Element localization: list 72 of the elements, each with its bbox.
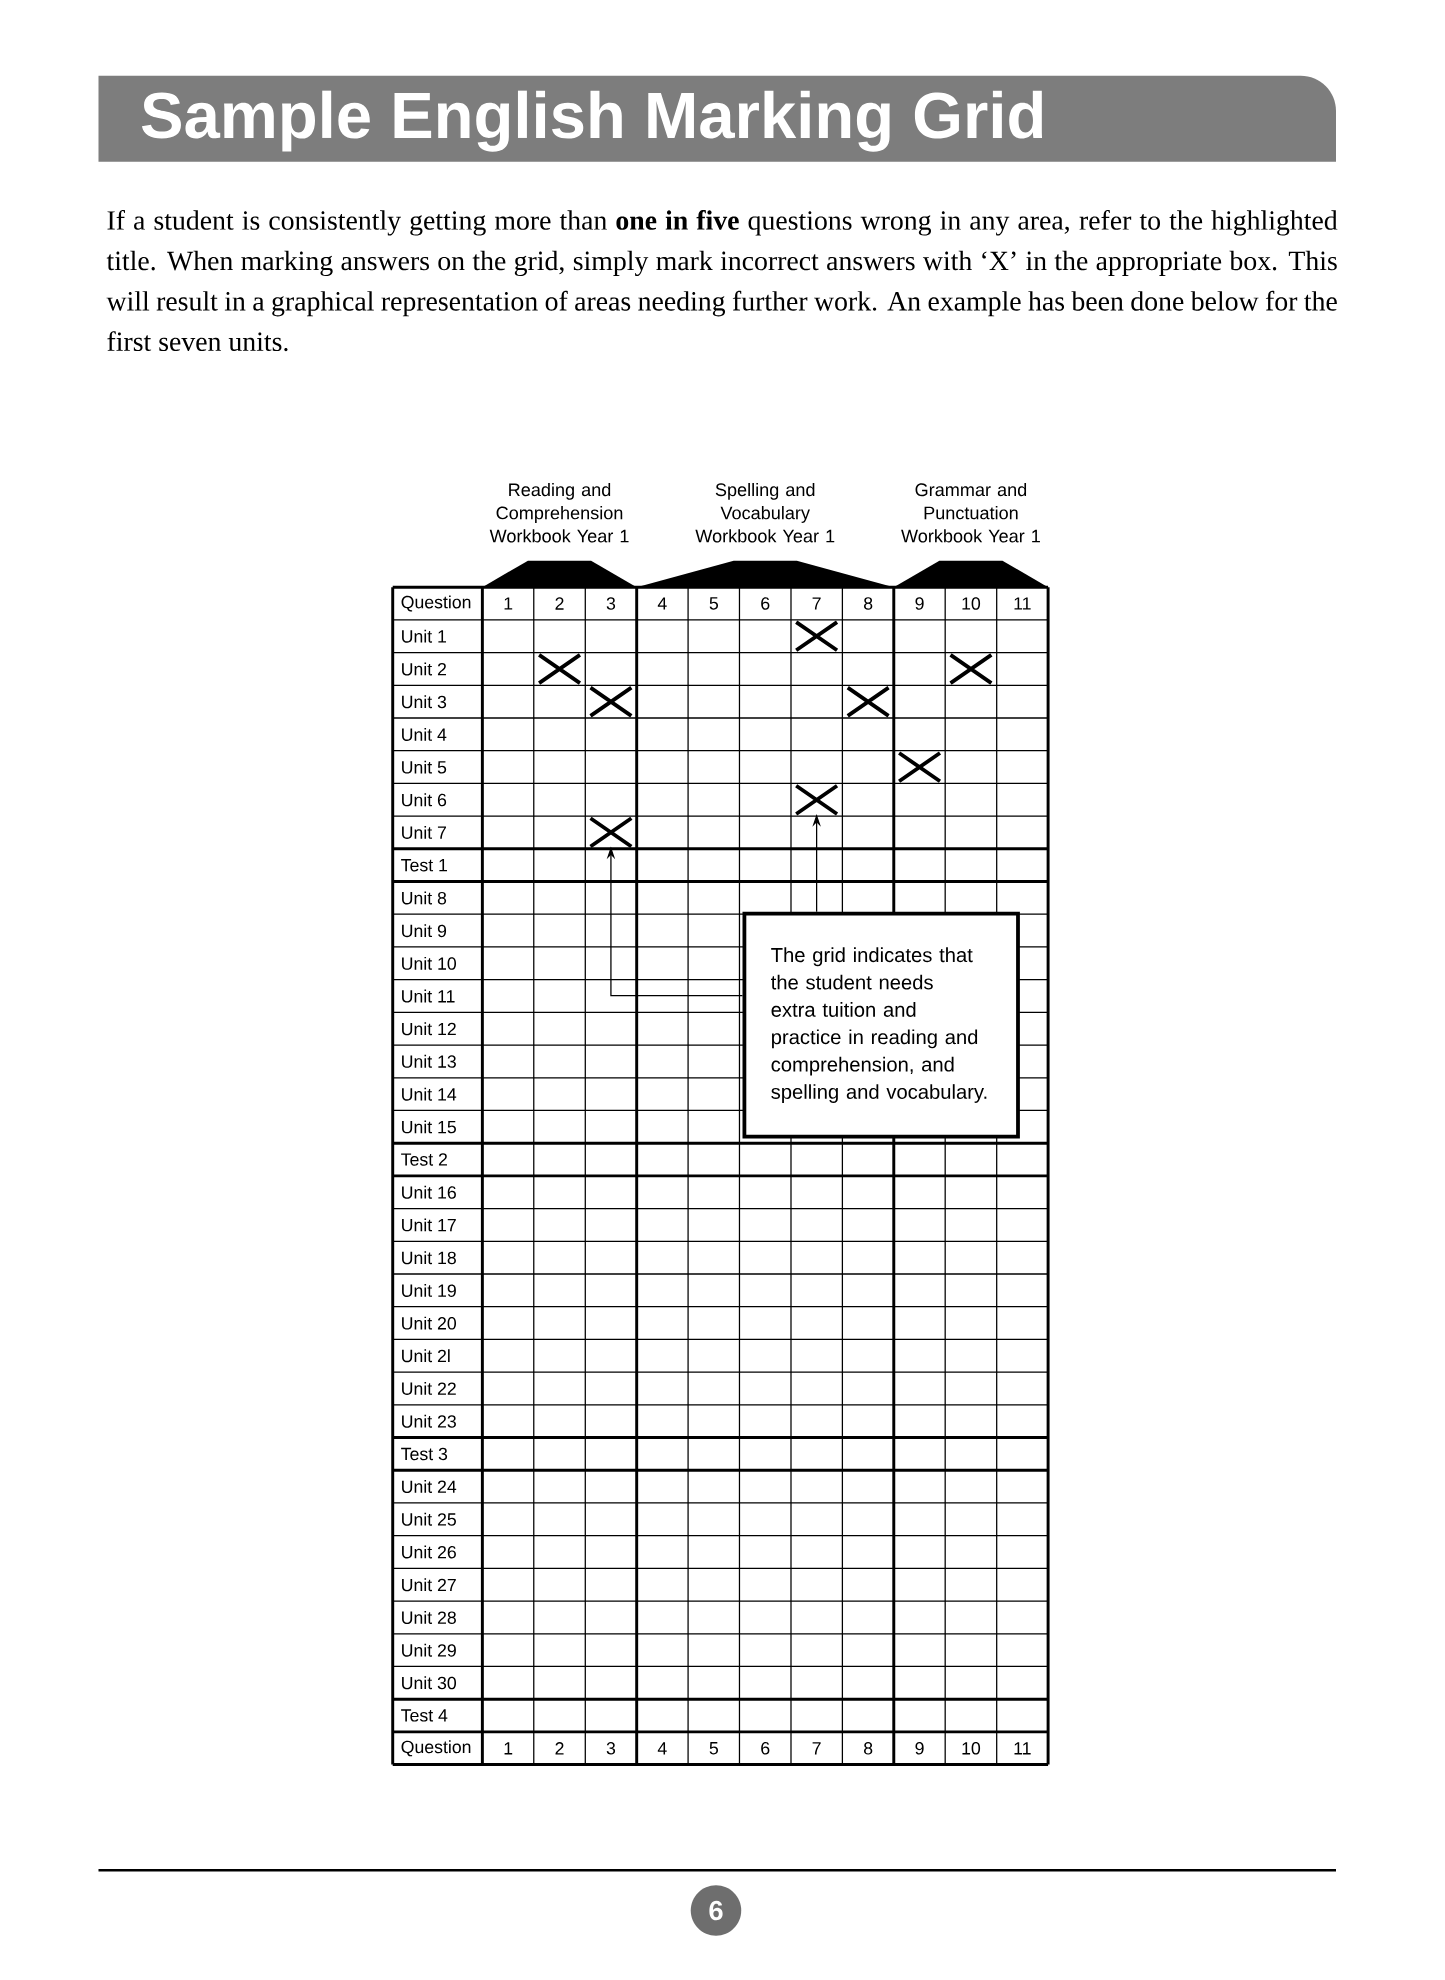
row-label: Unit 16	[402, 1185, 457, 1199]
row-label: Test 2	[401, 1153, 448, 1166]
page-number: 6	[690, 1885, 742, 1936]
column-number: 2	[555, 597, 564, 610]
row-label: Unit 18	[402, 1251, 457, 1265]
row-label: Unit 27	[402, 1578, 456, 1592]
column-number: 11	[1014, 597, 1031, 610]
column-number: 10	[962, 1742, 981, 1755]
column-number: 7	[812, 1742, 821, 1755]
row-label: Unit 3	[402, 695, 447, 709]
column-number: 3	[606, 597, 616, 610]
column-number: 4	[658, 1742, 667, 1755]
row-label: Unit 23	[402, 1414, 457, 1428]
row-label: Unit 28	[402, 1611, 457, 1624]
row-label: Unit 2	[402, 662, 447, 676]
column-number: 1	[504, 597, 513, 610]
intro-paragraph: If a student is consistently getting more than one in five questions wrong in any area, refer to the highlighted title. When marking answers on the grid, simply mark incorrect answers with ‘X’ in the appropriate box. This will result in a graphical representation of areas needing further work. An example has been done below for the first seven units.	[106, 210, 1338, 352]
row-label: Unit 14	[402, 1087, 457, 1101]
row-label: Unit 17	[402, 1218, 456, 1232]
column-number: 8	[864, 1742, 873, 1755]
row-label: Question	[401, 1740, 471, 1757]
title-bar: Sample English Marking Grid	[98, 75, 1337, 162]
column-number: 10	[962, 597, 981, 610]
cross-mark	[794, 783, 840, 816]
column-number: 2	[555, 1742, 564, 1755]
cross-mark	[588, 685, 634, 718]
row-label: Unit 12	[402, 1022, 456, 1036]
row-label: Unit 20	[402, 1316, 457, 1330]
column-number: 3	[606, 1742, 616, 1755]
row-label: Unit 5	[402, 760, 447, 774]
column-number: 7	[812, 597, 821, 610]
row-label: Test 1	[401, 859, 448, 872]
row-label: Unit 8	[402, 891, 447, 905]
row-label: Unit 9	[402, 924, 447, 938]
column-number: 11	[1014, 1742, 1031, 1755]
row-label: Question	[401, 595, 471, 612]
row-label: Test 4	[401, 1709, 448, 1722]
column-number: 9	[915, 597, 924, 610]
row-label: Unit 10	[402, 956, 457, 970]
cross-mark	[846, 685, 891, 718]
row-label: Unit 26	[402, 1545, 457, 1559]
row-label: Unit 22	[402, 1381, 456, 1395]
row-label: Unit 4	[402, 727, 447, 741]
cross-mark	[794, 620, 840, 653]
column-number: 6	[761, 1742, 770, 1755]
column-number: 9	[915, 1742, 924, 1755]
column-number: 6	[761, 597, 770, 610]
column-number: 4	[658, 597, 667, 610]
column-number: 5	[709, 1742, 719, 1755]
row-label: Unit 25	[402, 1512, 457, 1526]
row-label: Unit 13	[402, 1054, 457, 1068]
row-label: Unit 29	[402, 1643, 457, 1657]
column-heading: Spelling and Vocabulary Workbook Year 1	[636, 482, 894, 588]
cross-mark	[588, 816, 634, 849]
column-number: 8	[864, 597, 873, 610]
row-label: Unit 11	[402, 989, 455, 1003]
row-label: Unit 7	[402, 825, 447, 839]
cross-mark	[948, 653, 994, 685]
row-label: Unit 19	[402, 1283, 457, 1297]
row-label: Test 3	[401, 1447, 448, 1461]
row-label: Unit 6	[402, 793, 447, 807]
cross-mark	[897, 751, 943, 784]
row-label: Unit 24	[402, 1480, 457, 1493]
column-number: 1	[504, 1742, 513, 1755]
callout-box: The grid indicates that the student needs extra tuition and practice in reading and comprehension, and spelling and vocabulary.	[742, 911, 1021, 1139]
row-label: Unit 15	[402, 1120, 457, 1134]
column-heading: Grammar and Punctuation Workbook Year 1	[894, 482, 1049, 588]
row-label: Unit 1	[402, 629, 447, 643]
row-label: Unit 30	[402, 1676, 457, 1690]
cross-mark	[537, 653, 583, 685]
column-heading: Reading and Comprehension Workbook Year 1	[482, 482, 637, 588]
row-label: Unit 2l	[402, 1349, 450, 1363]
